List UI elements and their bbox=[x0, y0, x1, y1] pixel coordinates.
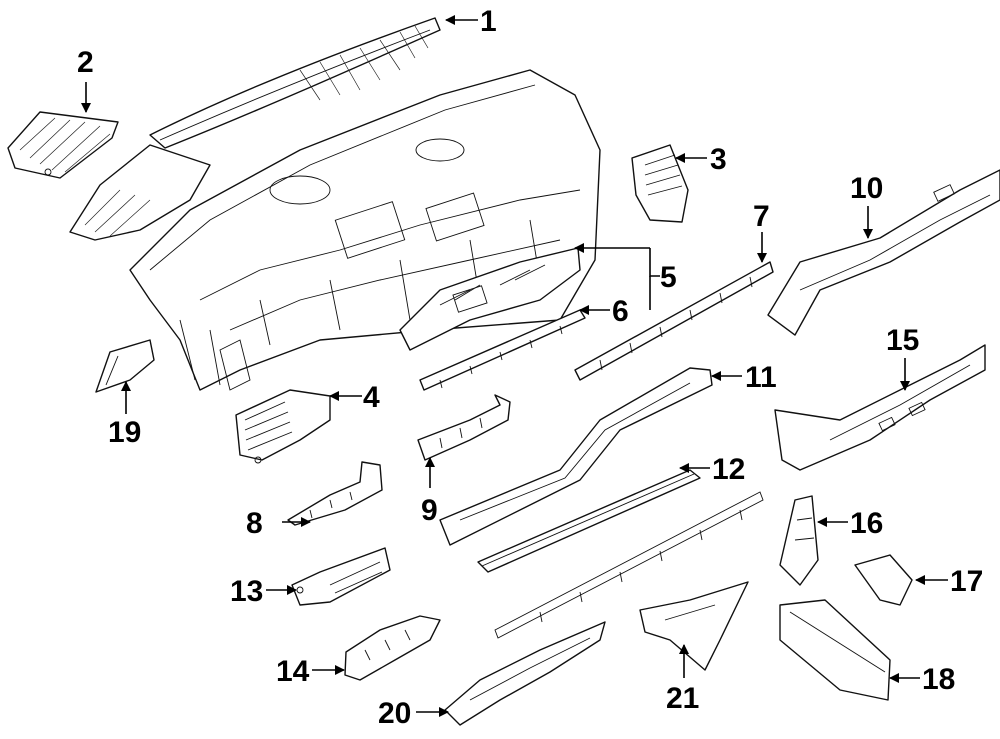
part-17-clip bbox=[854, 554, 913, 606]
callout-12: 12 bbox=[712, 453, 745, 486]
callout-11: 11 bbox=[745, 361, 777, 394]
part-5-center-vent-assembly bbox=[399, 247, 581, 351]
callout-3: 3 bbox=[710, 143, 727, 176]
part-12-sill-strip bbox=[477, 469, 701, 573]
callout-10: 10 bbox=[850, 172, 883, 205]
part-16-bracket bbox=[779, 495, 819, 586]
part-21-corner-trim bbox=[639, 581, 749, 671]
part-15-right-lower-trim bbox=[774, 344, 986, 471]
callout-13: 13 bbox=[230, 575, 263, 608]
part-13-trim-piece bbox=[291, 547, 391, 606]
part-19-knee-pad bbox=[95, 339, 155, 393]
callout-17: 17 bbox=[950, 565, 983, 598]
callout-8: 8 bbox=[246, 507, 263, 540]
part-3-side-vent bbox=[631, 144, 689, 223]
callout-16: 16 bbox=[850, 507, 883, 540]
part-9-bracket bbox=[417, 394, 511, 461]
callout-18: 18 bbox=[922, 663, 955, 696]
callout-numbers: 1 2 3 4 5 6 7 8 9 10 11 12 13 14 15 16 1… bbox=[77, 5, 983, 730]
callout-1: 1 bbox=[480, 5, 497, 38]
part-8-bracket bbox=[287, 461, 383, 526]
part-1-dash-top-pad bbox=[149, 17, 441, 149]
callout-20: 20 bbox=[378, 697, 411, 730]
cluster-hood bbox=[69, 144, 211, 241]
part-2-side-trim-panel bbox=[7, 111, 119, 179]
part-20-lower-trim bbox=[444, 491, 764, 726]
part-14-switch-bracket bbox=[344, 615, 441, 681]
callout-15: 15 bbox=[886, 324, 919, 357]
callout-4: 4 bbox=[363, 381, 380, 414]
part-4-left-vent bbox=[235, 389, 331, 464]
callout-6: 6 bbox=[612, 295, 629, 328]
part-6-trim-strip bbox=[419, 309, 586, 391]
callout-19: 19 bbox=[108, 416, 141, 449]
part-7-trim-strip bbox=[574, 261, 774, 381]
callout-7: 7 bbox=[753, 200, 770, 233]
callout-14: 14 bbox=[276, 655, 310, 688]
callout-21: 21 bbox=[666, 682, 699, 715]
callout-5: 5 bbox=[660, 261, 677, 294]
callout-2: 2 bbox=[77, 46, 94, 79]
callout-9: 9 bbox=[421, 494, 438, 527]
part-10-right-upper-trim bbox=[767, 169, 1000, 336]
part-11-lower-trim-panel bbox=[439, 367, 713, 546]
part-18-glove-box-door bbox=[779, 599, 891, 701]
leader-lines bbox=[81, 15, 948, 717]
